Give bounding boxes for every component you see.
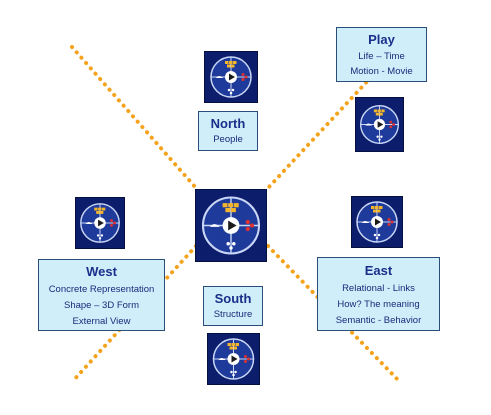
north-label-box: North People xyxy=(198,111,258,151)
north-compass-icon xyxy=(204,51,258,103)
east-line-2: How? The meaning xyxy=(337,299,420,310)
play-line-2: Motion - Movie xyxy=(350,66,413,77)
south-compass-icon xyxy=(207,333,260,385)
south-title: South xyxy=(214,291,252,306)
connector-southeast xyxy=(266,244,402,384)
west-line-1: Concrete Representation xyxy=(48,284,155,295)
play-label-box: Play Life – Time Motion - Movie xyxy=(336,27,427,82)
connector-northwest xyxy=(70,45,198,190)
play-title: Play xyxy=(368,32,395,47)
play-compass-icon xyxy=(355,97,404,152)
east-compass-icon xyxy=(351,196,403,248)
east-line-1: Relational - Links xyxy=(342,283,415,294)
west-line-2: Shape – 3D Form xyxy=(64,300,139,311)
east-line-3: Semantic - Behavior xyxy=(335,315,422,326)
west-compass-icon xyxy=(75,197,125,249)
west-line-3: External View xyxy=(72,316,131,327)
north-title: North xyxy=(210,116,246,131)
south-label-box: South Structure xyxy=(203,286,263,326)
center-compass-icon xyxy=(195,189,267,262)
west-title: West xyxy=(86,264,117,279)
south-line-1: Structure xyxy=(213,309,253,320)
east-label-box: East Relational - Links How? The meaning… xyxy=(317,257,440,331)
east-title: East xyxy=(364,263,393,278)
connector-northeast xyxy=(266,44,402,190)
north-line-1: People xyxy=(213,134,243,145)
play-line-1: Life – Time xyxy=(358,51,405,62)
west-label-box: West Concrete Representation Shape – 3D … xyxy=(38,259,165,331)
